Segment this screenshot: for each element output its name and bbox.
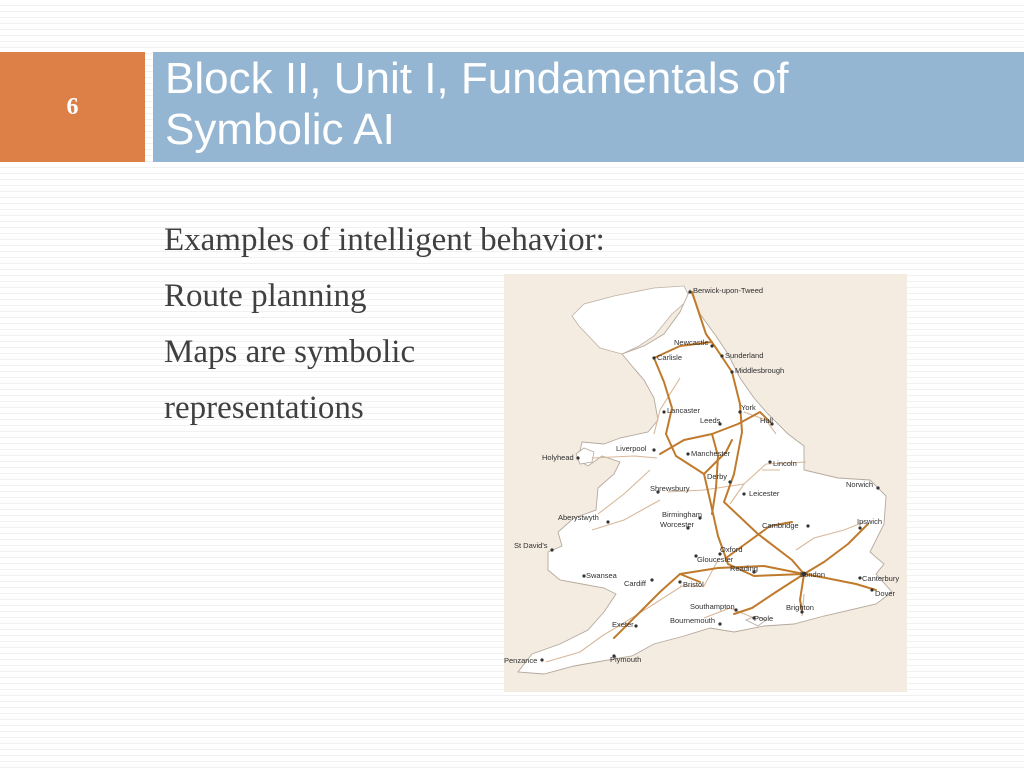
town-lincoln: Lincoln xyxy=(768,459,797,468)
svg-text:Canterbury: Canterbury xyxy=(862,574,899,583)
town-st-davids: St David's xyxy=(514,541,554,552)
svg-text:Cambridge: Cambridge xyxy=(762,521,799,530)
town-bristol: Bristol xyxy=(678,580,704,589)
svg-text:Newcastle: Newcastle xyxy=(674,338,709,347)
town-ipswich: Ipswich xyxy=(857,517,882,530)
svg-text:Sunderland: Sunderland xyxy=(725,351,763,360)
svg-text:Berwick-upon-Tweed: Berwick-upon-Tweed xyxy=(693,286,763,295)
town-exeter: Exeter xyxy=(612,620,638,629)
town-brighton: Brighton xyxy=(786,603,814,614)
town-newcastle: Newcastle xyxy=(674,338,714,348)
england-road-map: Berwick-upon-Tweed Newcastle Carlisle Su… xyxy=(504,274,907,692)
town-penzance: Penzance xyxy=(504,656,544,665)
town-birmingham: Birmingham xyxy=(662,510,702,520)
title-line-2: Symbolic AI xyxy=(165,105,395,154)
svg-text:Southampton: Southampton xyxy=(690,602,735,611)
slide-title: Block II, Unit I, Fundamentals of Symbol… xyxy=(153,52,1024,162)
svg-text:Liverpool: Liverpool xyxy=(616,444,647,453)
town-gloucester: Gloucester xyxy=(694,554,734,564)
svg-text:Birmingham: Birmingham xyxy=(662,510,702,519)
svg-text:Shrewsbury: Shrewsbury xyxy=(650,484,690,493)
town-carlisle: Carlisle xyxy=(652,353,682,362)
town-dover: Dover xyxy=(870,588,896,598)
svg-text:Manchester: Manchester xyxy=(691,449,731,458)
svg-text:Holyhead: Holyhead xyxy=(542,453,574,462)
svg-text:Middlesbrough: Middlesbrough xyxy=(735,366,784,375)
svg-text:London: London xyxy=(800,570,825,579)
town-liverpool: Liverpool xyxy=(616,444,656,453)
anglesey-outline xyxy=(575,447,595,465)
svg-text:Leicester: Leicester xyxy=(749,489,780,498)
body-line-route-planning: Route planning xyxy=(164,278,367,314)
svg-text:Worcester: Worcester xyxy=(660,520,695,529)
town-sunderland: Sunderland xyxy=(720,351,763,360)
town-lancaster: Lancaster xyxy=(662,406,700,415)
title-line-1: Block II, Unit I, Fundamentals of xyxy=(165,54,789,103)
town-canterbury: Canterbury xyxy=(858,574,899,583)
town-holyhead: Holyhead xyxy=(542,453,580,462)
town-berwick: Berwick-upon-Tweed xyxy=(688,286,763,295)
svg-text:Carlisle: Carlisle xyxy=(657,353,682,362)
town-cambridge: Cambridge xyxy=(762,521,810,530)
svg-text:Bournemouth: Bournemouth xyxy=(670,616,715,625)
body-line-maps: Maps are symbolic xyxy=(164,334,416,370)
map-towns: Berwick-upon-Tweed Newcastle Carlisle Su… xyxy=(504,286,899,665)
svg-text:Derby: Derby xyxy=(707,472,727,481)
body-line-intro: Examples of intelligent behavior: xyxy=(164,222,605,258)
svg-text:Plymouth: Plymouth xyxy=(610,655,641,664)
svg-text:York: York xyxy=(741,403,756,412)
svg-text:Gloucester: Gloucester xyxy=(697,555,734,564)
town-middlesbrough: Middlesbrough xyxy=(730,366,784,375)
svg-text:Penzance: Penzance xyxy=(504,656,537,665)
svg-text:Cardiff: Cardiff xyxy=(624,579,647,588)
slide-number: 6 xyxy=(0,52,145,162)
town-shrewsbury: Shrewsbury xyxy=(650,484,690,494)
svg-text:Bristol: Bristol xyxy=(683,580,704,589)
svg-text:Leeds: Leeds xyxy=(700,416,721,425)
town-poole: Poole xyxy=(752,614,773,623)
major-roads xyxy=(613,291,877,639)
svg-text:Ipswich: Ipswich xyxy=(857,517,882,526)
town-swansea: Swansea xyxy=(582,571,618,580)
svg-text:Norwich: Norwich xyxy=(846,480,873,489)
svg-text:Exeter: Exeter xyxy=(612,620,634,629)
svg-text:Brighton: Brighton xyxy=(786,603,814,612)
town-plymouth: Plymouth xyxy=(610,654,641,664)
svg-text:Reading: Reading xyxy=(730,564,758,573)
town-york: York xyxy=(738,403,756,414)
svg-text:Hull: Hull xyxy=(760,416,773,425)
svg-text:Aberystwyth: Aberystwyth xyxy=(558,513,599,522)
town-manchester: Manchester xyxy=(686,449,731,458)
svg-text:Oxford: Oxford xyxy=(720,545,743,554)
minor-roads xyxy=(545,377,865,663)
svg-text:Swansea: Swansea xyxy=(586,571,618,580)
town-reading: Reading xyxy=(730,564,758,574)
town-southampton: Southampton xyxy=(690,602,738,612)
body-line-representations: representations xyxy=(164,390,364,426)
town-leicester: Leicester xyxy=(742,489,780,498)
town-cardiff: Cardiff xyxy=(624,578,654,588)
town-derby: Derby xyxy=(707,472,732,484)
town-leeds: Leeds xyxy=(700,416,722,426)
svg-text:Poole: Poole xyxy=(754,614,773,623)
slide-body: Examples of intelligent behavior: Route … xyxy=(164,212,605,436)
map-svg: Berwick-upon-Tweed Newcastle Carlisle Su… xyxy=(504,285,899,675)
town-london: London xyxy=(800,570,825,579)
town-oxford: Oxford xyxy=(718,545,743,556)
town-aberystwyth: Aberystwyth xyxy=(558,513,610,524)
svg-text:Lincoln: Lincoln xyxy=(773,459,797,468)
town-worcester: Worcester xyxy=(660,520,695,530)
svg-text:Dover: Dover xyxy=(875,589,896,598)
svg-text:St David's: St David's xyxy=(514,541,548,550)
town-bournemouth: Bournemouth xyxy=(670,616,722,626)
town-hull: Hull xyxy=(760,416,774,426)
town-norwich: Norwich xyxy=(846,480,880,490)
svg-text:Lancaster: Lancaster xyxy=(667,406,700,415)
